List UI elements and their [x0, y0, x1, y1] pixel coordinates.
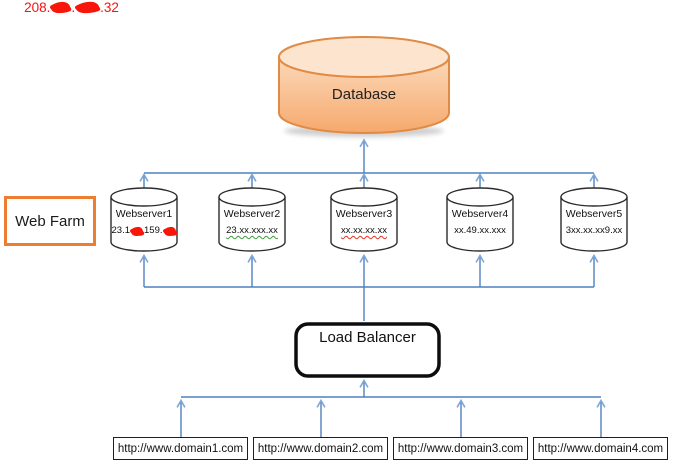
domain1-url: http://www.domain1.com [117, 442, 244, 455]
webserver3-cylinder [330, 187, 398, 252]
webserver1-label: Webserver1 [115, 208, 173, 220]
domain3-box: http://www.domain3.com [393, 437, 528, 460]
load-balancer-ip-segment: . [71, 0, 76, 15]
webserver2-cylinder-top [218, 187, 286, 207]
domain2-box: http://www.domain2.com [253, 437, 388, 460]
web-farm-box: Web Farm [4, 196, 96, 246]
load-balancer-ip-segment: .32 [100, 0, 119, 15]
load-balancer-box [294, 322, 441, 378]
webserver5-cylinder-body [560, 197, 628, 252]
webserver-cylinders [110, 187, 628, 252]
webserver1-cylinder [110, 187, 178, 252]
database-label: Database [331, 86, 397, 103]
webserver1-cylinder-top [110, 187, 178, 207]
bus-loadbalancer-to-webservers [139, 253, 599, 321]
webserver3-label: Webserver3 [335, 208, 393, 220]
webserver2-cylinder [218, 187, 286, 252]
webserver2-ip: 23.xx.xxx.xx [219, 225, 285, 236]
webserver2-ip-text: 23.xx.xxx.xx [226, 225, 278, 236]
webserver1-ip-segment: 159. [144, 225, 163, 236]
load-balancer-label: Load Balancer [319, 329, 416, 346]
webserver4-cylinder-body [446, 197, 514, 252]
webserver3-cylinder-body [330, 197, 398, 252]
database-cylinder-body [278, 57, 450, 134]
redaction-scribble [130, 226, 144, 237]
redaction-scribble [163, 226, 176, 237]
domain2-url: http://www.domain2.com [257, 442, 384, 455]
domain3-url: http://www.domain3.com [397, 442, 524, 455]
load-balancer-ip: 208. . .32 [0, 0, 143, 15]
webserver1-ip: 23.1 159. [111, 225, 177, 237]
webserver5-cylinder [560, 187, 628, 252]
webserver1-cylinder-body [110, 197, 178, 252]
webserver4-ip: xx.49.xx.xxx [454, 225, 506, 236]
bus-webservers-to-database [139, 138, 599, 188]
webserver3-cylinder-top [330, 187, 398, 207]
webserver3-ip-text: xx.xx.xx.xx [341, 225, 387, 236]
webserver4-label: Webserver4 [451, 208, 509, 220]
webserver1-ip-segment: 23.1 [111, 225, 131, 236]
database-cylinder-top [278, 36, 450, 78]
domain4-box: http://www.domain4.com [533, 437, 668, 460]
webserver5-cylinder-top [560, 187, 628, 207]
domain1-box: http://www.domain1.com [113, 437, 248, 460]
domain4-url: http://www.domain4.com [537, 442, 664, 455]
load-balancer-ip-segment: 208. [24, 0, 51, 15]
webserver4-cylinder-top [446, 187, 514, 207]
webserver3-ip: xx.xx.xx.xx [331, 225, 397, 236]
bus-domains-to-loadbalancer [176, 378, 606, 437]
webserver5-label: Webserver5 [565, 208, 623, 220]
database-cylinder [278, 36, 450, 137]
webserver2-label: Webserver2 [223, 208, 281, 220]
webserver2-cylinder-body [218, 197, 286, 252]
web-farm-label: Web Farm [15, 212, 85, 230]
webserver5-ip: 3xx.xx.xx9.xx [565, 225, 623, 236]
webserver4-cylinder [446, 187, 514, 252]
